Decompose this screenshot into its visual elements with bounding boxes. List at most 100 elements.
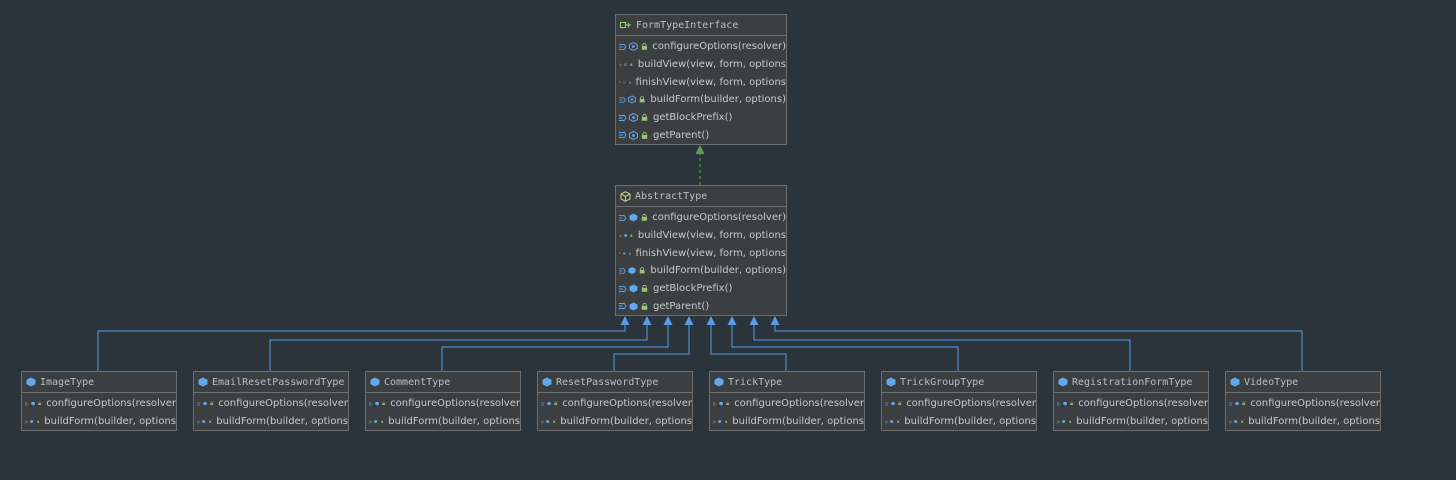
method-signature: buildForm(builder, options <box>904 416 1036 428</box>
visibility-icon <box>541 402 545 406</box>
inheritance-arrowhead <box>706 316 716 325</box>
class-header: VideoType <box>1226 372 1380 393</box>
method-row[interactable]: buildForm(builder, options) <box>616 91 786 109</box>
inheritance-arrowhead <box>770 316 780 325</box>
inheritance-line <box>97 325 626 371</box>
class-header: CommentType <box>366 372 520 393</box>
method-icon <box>374 401 379 406</box>
method-signature: buildForm(builder, options <box>1248 416 1380 428</box>
method-icon <box>890 401 895 406</box>
method-signature: configureOptions(resolver <box>906 398 1036 410</box>
method-row[interactable]: buildView(view, form, options <box>616 56 786 74</box>
class-name: ImageType <box>40 376 95 388</box>
method-row[interactable]: buildForm(builder, options <box>1054 413 1208 430</box>
method-row[interactable]: buildForm(builder, options <box>1226 413 1380 430</box>
method-row[interactable]: getParent() <box>616 297 786 315</box>
method-signature: configureOptions(resolver <box>1250 398 1380 410</box>
inheritance-arrowhead <box>620 316 630 325</box>
inheritance-line <box>753 325 1131 371</box>
method-signature: finishView(view, form, options <box>635 247 786 259</box>
lock-icon <box>208 420 211 423</box>
inheritance-line <box>613 325 690 371</box>
method-row[interactable]: buildForm(builder, options <box>538 413 692 430</box>
method-row[interactable]: buildForm(builder, options <box>882 413 1036 430</box>
class-name: ResetPasswordType <box>556 376 659 388</box>
class-icon <box>26 377 36 387</box>
abstract-class-methods: configureOptions(resolver) buildView(view… <box>616 207 786 315</box>
method-row[interactable]: configureOptions(resolver <box>22 395 176 413</box>
lock-icon <box>641 114 648 121</box>
interface-box-form-type-interface[interactable]: FormTypeInterface configureOptions(resol… <box>615 14 787 145</box>
class-methods: configureOptions(resolver buildForm(build… <box>194 393 348 430</box>
abstract-method-icon <box>623 80 626 84</box>
method-row[interactable]: getBlockPrefix() <box>616 280 786 298</box>
lock-icon <box>726 402 729 406</box>
method-signature: buildForm(builder, options <box>44 416 176 428</box>
lock-icon <box>628 252 631 255</box>
method-row[interactable]: configureOptions(resolver <box>882 395 1036 413</box>
method-row[interactable]: getParent() <box>616 126 786 144</box>
method-icon <box>628 267 636 275</box>
inheritance-arrowhead <box>663 316 673 325</box>
method-row[interactable]: configureOptions(resolver <box>194 395 348 413</box>
lock-icon <box>630 234 633 237</box>
class-methods: configureOptions(resolver buildForm(build… <box>882 393 1036 430</box>
class-header: TrickGroupType <box>882 372 1036 393</box>
method-signature: configureOptions(resolver) <box>652 212 786 224</box>
interface-icon <box>620 22 631 28</box>
method-row[interactable]: configureOptions(resolver <box>1226 395 1380 413</box>
method-signature: buildView(view, form, options <box>637 59 786 71</box>
class-name: EmailResetPasswordType <box>212 376 345 388</box>
interface-name: FormTypeInterface <box>636 19 739 31</box>
method-row[interactable]: finishView(view, form, options <box>616 244 786 262</box>
class-box-abstract-type[interactable]: AbstractType configureOptions(resolver)b… <box>615 185 787 316</box>
inheritance-line <box>269 325 648 371</box>
method-row[interactable]: getBlockPrefix() <box>616 109 786 127</box>
method-row[interactable]: configureOptions(resolver <box>366 395 520 413</box>
method-signature: buildForm(builder, options <box>732 416 864 428</box>
visibility-icon <box>1057 420 1060 423</box>
method-signature: buildForm(builder, options <box>560 416 692 428</box>
lock-icon <box>641 43 647 51</box>
method-icon <box>623 252 626 255</box>
method-signature: getParent() <box>653 300 710 312</box>
implements-arrowhead <box>695 145 705 154</box>
method-icon <box>629 213 638 222</box>
method-row[interactable]: buildForm(builder, options <box>22 413 176 430</box>
class-box-image-type[interactable]: ImageType configureOptions(resolver build… <box>21 371 177 431</box>
visibility-icon <box>25 402 29 406</box>
visibility-icon <box>619 303 627 310</box>
method-row[interactable]: buildForm(builder, options <box>194 413 348 430</box>
method-row[interactable]: buildForm(builder, options <box>710 413 864 430</box>
method-row[interactable]: configureOptions(resolver) <box>616 38 786 56</box>
method-row[interactable]: configureOptions(resolver <box>710 395 864 413</box>
method-row[interactable]: buildForm(builder, options <box>366 413 520 430</box>
class-box-email-reset-password-type[interactable]: EmailResetPasswordType configureOptions(… <box>193 371 349 431</box>
class-box-reset-password-type[interactable]: ResetPasswordType configureOptions(resol… <box>537 371 693 431</box>
abstract-method-icon <box>623 62 628 67</box>
method-row[interactable]: finishView(view, form, options <box>616 73 786 91</box>
method-signature: buildForm(builder, options <box>216 416 348 428</box>
method-row[interactable]: configureOptions(resolver <box>538 395 692 413</box>
lock-icon <box>382 402 385 406</box>
lock-icon <box>630 63 633 66</box>
visibility-icon <box>619 43 627 50</box>
class-box-video-type[interactable]: VideoType configureOptions(resolver build… <box>1225 371 1381 431</box>
class-box-trick-group-type[interactable]: TrickGroupType configureOptions(resolver… <box>881 371 1037 431</box>
class-icon <box>370 377 380 387</box>
method-row[interactable]: buildForm(builder, options) <box>616 262 786 280</box>
lock-icon <box>724 420 727 423</box>
visibility-icon <box>713 402 717 406</box>
class-icon <box>1230 377 1240 387</box>
method-row[interactable]: configureOptions(resolver) <box>616 209 786 227</box>
method-signature: finishView(view, form, options <box>635 76 786 88</box>
method-row[interactable]: buildView(view, form, options <box>616 227 786 245</box>
class-box-registration-form-type[interactable]: RegistrationFormType configureOptions(re… <box>1053 371 1209 431</box>
method-icon <box>718 401 723 406</box>
inheritance-line <box>731 325 959 371</box>
method-row[interactable]: configureOptions(resolver <box>1054 395 1208 413</box>
method-signature: getParent() <box>653 129 710 141</box>
class-header: EmailResetPasswordType <box>194 372 348 393</box>
